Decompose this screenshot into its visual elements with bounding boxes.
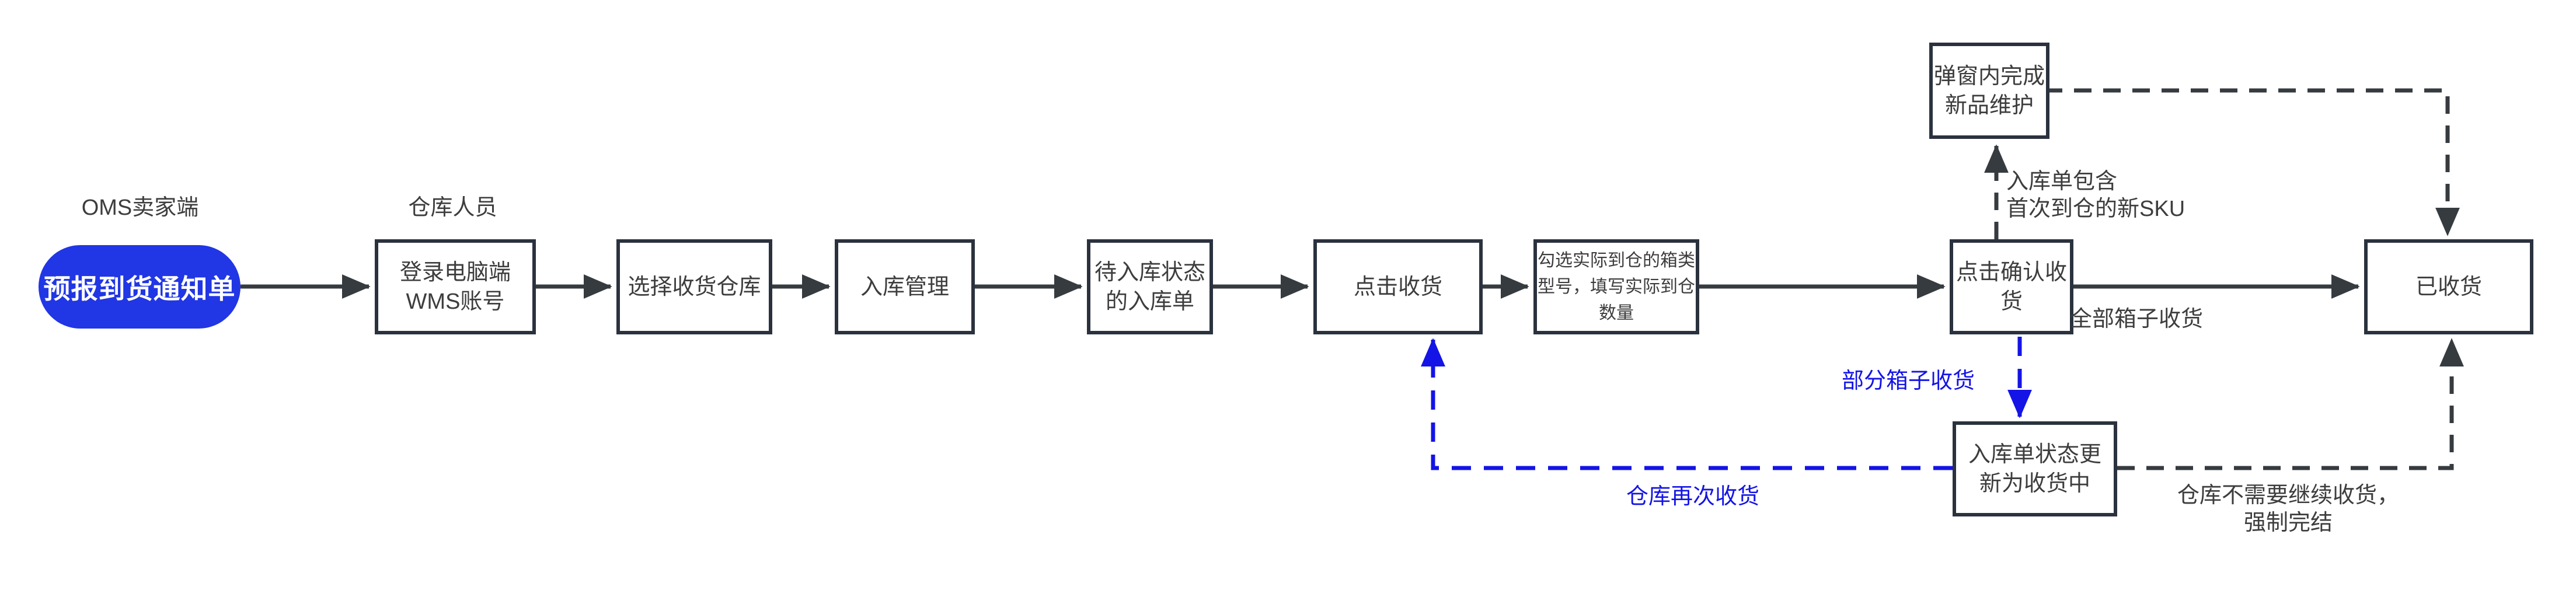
edge-label-new-sku-note: 入库单包含 首次到仓的新SKU [2006, 169, 2185, 221]
node-select-warehouse: 选择收货仓库 [616, 239, 772, 334]
node-pending-inbound-order: 待入库状态 的入库单 [1087, 239, 1213, 334]
edge-label-partial-boxes: 部分箱子收货 [1842, 369, 1975, 393]
node-new-product-maintenance: 弹窗内完成 新品维护 [1929, 43, 2049, 139]
node-inbound-management: 入库管理 [835, 239, 975, 334]
node-forecast-arrival-notice: 预报到货通知单 [39, 245, 240, 329]
node-received: 已收货 [2364, 239, 2533, 334]
edge-label-force-complete: 仓库不需要继续收货， 强制完结 [2177, 483, 2399, 535]
node-login-wms: 登录电脑端 WMS账号 [375, 239, 536, 334]
lane-label-warehouse: 仓库人员 [408, 195, 497, 220]
edge-label-all-boxes: 全部箱子收货 [2069, 307, 2203, 331]
lane-label-oms: OMS卖家端 [81, 195, 199, 220]
node-status-receiving: 入库单状态更 新为收货中 [1953, 421, 2117, 516]
blue-dashed-arrow-status-to-click [1421, 338, 1953, 470]
node-confirm-receive: 点击确认收货 [1950, 239, 2073, 334]
node-check-fill-quantity: 勾选实际到仓的箱类 型号，填写实际到仓 数量 [1533, 239, 1699, 334]
dashed-arrow-status-to-received-force [2117, 338, 2464, 470]
edge-label-warehouse-again: 仓库再次收货 [1626, 484, 1759, 509]
node-click-receive: 点击收货 [1313, 239, 1483, 334]
dashed-arrow-newproduct-to-received [2045, 88, 2460, 236]
